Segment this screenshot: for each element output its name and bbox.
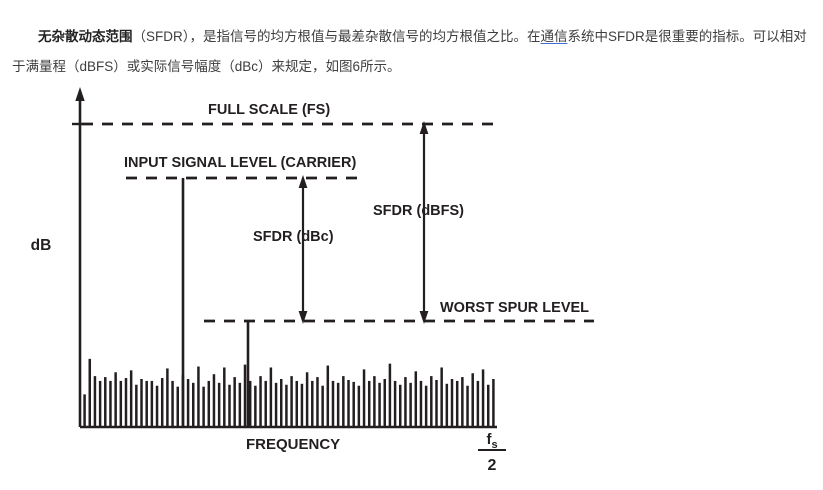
fs-numerator: fs	[486, 431, 497, 451]
sfdr-dbfs-label: SFDR (dBFS)	[373, 203, 464, 219]
sfdr-dbc-arrow	[298, 175, 308, 324]
chart-axes	[75, 87, 497, 429]
sfdr-diagram: dB FULL SCALE (FS) INPUT SIGNAL LEVEL (C…	[31, 87, 594, 474]
full-scale-label: FULL SCALE (FS)	[208, 102, 330, 118]
y-axis-label: dB	[31, 237, 52, 254]
worst-spur-label: WORST SPUR LEVEL	[440, 300, 589, 316]
spectrum-trace	[83, 358, 495, 427]
fs-denominator: 2	[488, 457, 497, 474]
sfdr-figure: dB FULL SCALE (FS) INPUT SIGNAL LEVEL (C…	[0, 78, 823, 490]
paragraph-part-2: 系统中SFDR是很重要的指标。可以相对于满量程（dBFS）或实际信号幅度（dBc…	[12, 28, 807, 74]
sfdr-dbc-label: SFDR (dBc)	[253, 229, 334, 245]
sfdr-dbc-arrowhead-down	[298, 311, 308, 324]
y-axis-arrowhead	[75, 87, 85, 101]
sfdr-dbc-arrowhead-up	[298, 175, 308, 188]
sfdr-dbfs-arrowhead-up	[419, 121, 429, 134]
article-paragraph: 无杂散动态范围（SFDR），是指信号的均方根值与最差杂散信号的均方根值之比。在通…	[12, 22, 812, 82]
sfdr-dbfs-arrowhead-down	[419, 311, 429, 324]
paragraph-lead-term: 无杂散动态范围	[38, 28, 133, 44]
communication-link[interactable]: 通信	[540, 28, 568, 44]
sfdr-dbfs-arrow	[419, 121, 429, 324]
fs-over-2-label: fs 2	[478, 431, 506, 474]
paragraph-part-1: （SFDR），是指信号的均方根值与最差杂散信号的均方根值之比。在	[132, 28, 541, 44]
input-signal-label: INPUT SIGNAL LEVEL (CARRIER)	[124, 155, 356, 171]
x-axis-label: FREQUENCY	[246, 436, 340, 453]
